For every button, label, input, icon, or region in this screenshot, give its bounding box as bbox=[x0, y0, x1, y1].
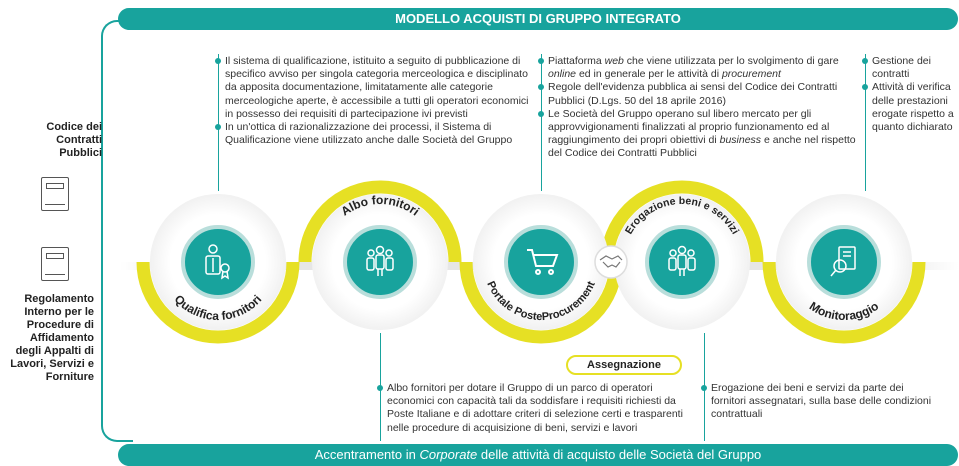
note-item: Regole dell'evidenza pubblica ai sensi d… bbox=[538, 81, 856, 107]
book-icon bbox=[41, 177, 69, 211]
handshake-icon bbox=[599, 255, 623, 268]
person-certificate-icon bbox=[205, 244, 230, 280]
group-people-icon bbox=[668, 245, 696, 276]
albo-center bbox=[343, 225, 417, 299]
portale-ring bbox=[459, 261, 623, 344]
note-item: Il sistema di qualificazione, istituito … bbox=[215, 55, 533, 121]
note-item: Attività di verifica delle prestazioni e… bbox=[862, 81, 954, 134]
erogazione-center bbox=[645, 225, 719, 299]
monitoraggio-ring bbox=[762, 261, 926, 344]
regolamento-interno-label: Regolamento Interno per le Procedure di … bbox=[10, 293, 94, 383]
note-item: In un'ottica di razionalizzazione dei pr… bbox=[215, 121, 533, 147]
group-people-icon bbox=[366, 245, 394, 276]
albo-ring bbox=[298, 180, 462, 263]
portale-notes: Piattaforma web che viene utilizzata per… bbox=[538, 55, 856, 161]
note-item: Piattaforma web che viene utilizzata per… bbox=[538, 55, 856, 81]
book-icon bbox=[41, 247, 69, 281]
qualifica-connector bbox=[218, 54, 219, 191]
note-item: Erogazione dei beni e servizi da parte d… bbox=[701, 382, 941, 422]
codice-contratti-label: Codice dei Contratti Pubblici bbox=[46, 121, 102, 159]
note-item: Gestione dei contratti bbox=[862, 55, 954, 81]
monitoraggio-connector bbox=[865, 54, 866, 191]
top-banner-title: MODELLO ACQUISTI DI GRUPPO INTEGRATO bbox=[118, 8, 958, 30]
qualifica-ring bbox=[136, 261, 300, 344]
shopping-cart-icon bbox=[527, 249, 559, 275]
note-item: Albo fornitori per dotare il Gruppo di u… bbox=[377, 382, 699, 435]
portale-connector bbox=[541, 54, 542, 191]
bottom-banner: Accentramento in Corporate delle attivit… bbox=[118, 444, 958, 466]
note-item: Le Società del Gruppo operano sul libero… bbox=[538, 108, 856, 161]
erogazione-ring bbox=[600, 180, 764, 263]
portale-center bbox=[504, 225, 578, 299]
assegnazione-label: Assegnazione bbox=[566, 355, 682, 375]
left-bracket bbox=[101, 20, 133, 442]
qualifica-center bbox=[181, 225, 255, 299]
handshake-disc bbox=[594, 245, 628, 279]
albo-notes: Albo fornitori per dotare il Gruppo di u… bbox=[377, 382, 699, 435]
qualifica-notes: Il sistema di qualificazione, istituito … bbox=[215, 55, 533, 147]
monitoraggio-notes: Gestione dei contratti Attività di verif… bbox=[862, 55, 954, 134]
magnifier-document-icon bbox=[830, 246, 856, 277]
erogazione-notes: Erogazione dei beni e servizi da parte d… bbox=[701, 382, 941, 422]
